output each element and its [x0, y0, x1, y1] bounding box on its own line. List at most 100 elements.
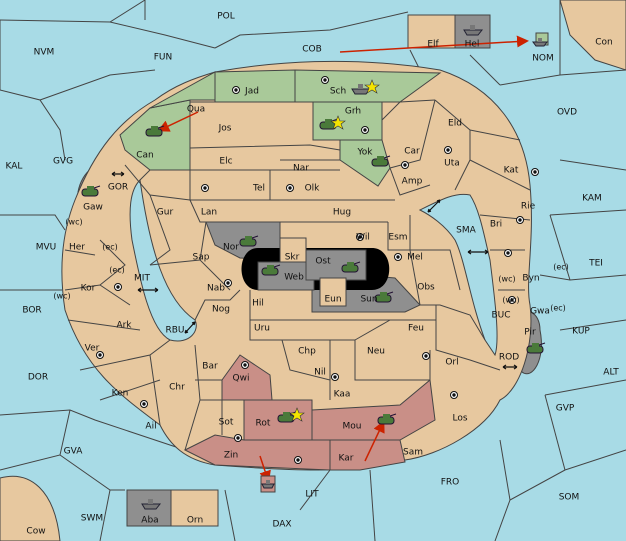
- label-amp: Amp: [402, 177, 423, 187]
- label-pir: Pir: [524, 328, 536, 338]
- label-ovd: OVD: [557, 108, 577, 118]
- label-swm: SWM: [81, 514, 103, 524]
- label-mou: Mou: [343, 422, 362, 432]
- sea-labels: POL NVM FUN COB Con NOM OVD KAM TEI KAL …: [6, 12, 620, 537]
- fleet-icon: [532, 38, 548, 47]
- label-som: SOM: [559, 493, 580, 503]
- label-kor: Kor: [81, 284, 96, 294]
- army-icon: [261, 264, 281, 276]
- label-coast: (wc): [53, 292, 70, 301]
- inner-sea-rbu: [129, 178, 197, 342]
- label-car: Car: [404, 147, 420, 157]
- label-nog: Nog: [212, 305, 230, 315]
- label-nvm: NVM: [34, 48, 55, 58]
- label-mel: Mel: [407, 253, 423, 263]
- label-lan: Lan: [201, 208, 217, 218]
- label-sot: Sot: [219, 418, 234, 428]
- army-icon: [341, 261, 361, 273]
- label-los: Los: [452, 414, 467, 424]
- label-olk: Olk: [305, 184, 321, 194]
- fleet-icon: [260, 475, 276, 493]
- label-byn: Byn: [522, 274, 539, 284]
- label-gur: Gur: [157, 208, 174, 218]
- label-can: Can: [136, 151, 154, 161]
- label-tei: TEI: [588, 259, 603, 269]
- label-nil: Nil: [314, 368, 326, 378]
- army-icon: [277, 411, 297, 423]
- label-kal: KAL: [6, 162, 23, 172]
- label-orl: Orl: [445, 358, 458, 368]
- label-gvp: GVP: [556, 404, 575, 414]
- label-coast: (ec): [109, 266, 125, 275]
- label-kaa: Kaa: [334, 390, 351, 400]
- label-ver: Ver: [85, 344, 100, 354]
- label-esm: Esm: [388, 233, 407, 243]
- label-coast: (ec): [550, 304, 566, 313]
- label-gva: GVA: [64, 447, 84, 457]
- label-bri: Bri: [490, 220, 502, 230]
- inner-sea: [418, 193, 498, 357]
- supply-centers: [96, 76, 539, 464]
- label-coast: (wc): [502, 296, 519, 305]
- label-tel: Tel: [252, 184, 265, 194]
- army-icon: [377, 413, 397, 425]
- region-elf[interactable]: [407, 14, 456, 49]
- region-yok[interactable]: [339, 139, 391, 187]
- label-fun: FUN: [154, 53, 173, 63]
- label-bor: BOR: [22, 306, 41, 316]
- label-wil: Wil: [356, 233, 370, 243]
- label-kup: KUP: [572, 327, 590, 337]
- label-alt: ALT: [603, 368, 619, 378]
- label-coast: (ec): [553, 263, 569, 272]
- label-rbu: RBU: [165, 326, 184, 336]
- order-arrow-qua-can: [157, 111, 199, 132]
- star-icon: [364, 79, 380, 94]
- order-arrow-kar-mou: [364, 420, 385, 462]
- label-bar: Bar: [202, 362, 218, 372]
- label-sch: Sch: [330, 87, 346, 97]
- label-lit: LIT: [305, 490, 319, 500]
- label-qua: Qua: [187, 105, 205, 115]
- units: [81, 25, 548, 510]
- star-icon: [289, 407, 305, 422]
- label-nor: Nor: [223, 243, 239, 253]
- region-con[interactable]: [559, 0, 626, 71]
- label-buc: BUC: [491, 311, 510, 321]
- label-web: Web: [284, 273, 304, 283]
- region-eun[interactable]: [319, 277, 347, 307]
- label-rot: Rot: [256, 419, 271, 429]
- label-jad: Jad: [244, 87, 259, 97]
- label-gaw: Gaw: [83, 203, 103, 213]
- fleet-icon: [463, 25, 484, 36]
- region-qwi[interactable]: [221, 354, 273, 401]
- label-coast: (wc): [65, 218, 82, 227]
- label-yok: Yok: [356, 148, 373, 158]
- star-icon: [330, 115, 346, 130]
- label-pol: POL: [217, 12, 235, 22]
- label-feu: Feu: [408, 324, 424, 334]
- region-skr[interactable]: [279, 237, 307, 263]
- army-icon: [81, 185, 101, 197]
- label-ken: Ken: [112, 389, 129, 399]
- label-uru: Uru: [254, 324, 270, 334]
- label-elf: Elf: [427, 40, 439, 50]
- label-sap: Sap: [193, 253, 210, 263]
- label-hil: Hil: [252, 299, 264, 309]
- label-con: Con: [595, 38, 613, 48]
- label-skr: Skr: [285, 253, 300, 263]
- label-zin: Zin: [224, 451, 238, 461]
- label-her: Her: [69, 243, 85, 253]
- strait-arrows: [111, 171, 518, 370]
- label-kam: KAM: [582, 194, 602, 204]
- label-cob: COB: [302, 45, 322, 55]
- label-coast: (ec): [102, 243, 118, 252]
- label-sma: SMA: [456, 226, 476, 236]
- label-nab: Nab: [207, 284, 225, 294]
- label-eun: Eun: [324, 295, 341, 305]
- region-orn[interactable]: [170, 489, 219, 527]
- army-icon: [145, 125, 165, 137]
- label-chp: Chp: [298, 347, 316, 357]
- label-mvu: MVU: [36, 243, 57, 253]
